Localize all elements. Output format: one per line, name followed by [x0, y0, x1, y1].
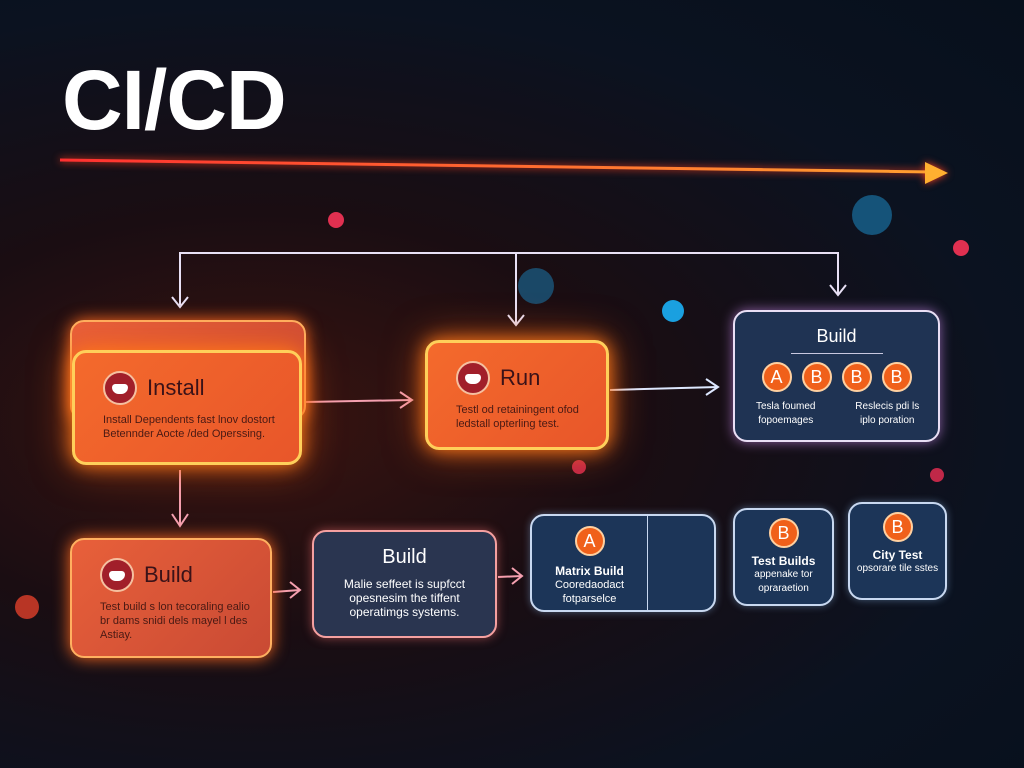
page-title: CI/CD [62, 53, 287, 147]
node-title: City Test [872, 548, 923, 562]
branch-connector [179, 252, 839, 305]
badge-b: B [882, 512, 913, 542]
badge-b: B [801, 362, 832, 392]
node-title: Build [144, 562, 193, 587]
build-os-node[interactable]: Build Malie seffeet is supfcct opesnesim… [312, 530, 497, 638]
badge-b: B [841, 362, 872, 392]
node-description: Testl od retainingent ofod ledstall opte… [456, 404, 579, 430]
node-description: Test build s lon tecoraling ealio br dam… [100, 601, 250, 641]
badge-b: B [768, 518, 799, 548]
avatar-icon [100, 558, 134, 592]
decor-dot [953, 240, 969, 256]
divider [647, 516, 648, 610]
badge-b: B [881, 362, 912, 392]
node-title: Build [382, 546, 427, 568]
node-description: appenake tor opraraetion [754, 569, 813, 594]
decor-dot [930, 468, 944, 482]
node-description: opsorare tile sstes [856, 563, 939, 574]
decor-dot [15, 595, 39, 619]
node-title: Install [147, 375, 205, 400]
matrix-build-node[interactable]: A Matrix Build Cooredaodact fotparselce [530, 514, 716, 612]
build-matrix-node[interactable]: Build A B B B Tesla foumed fopoemages Re… [733, 310, 940, 442]
avatar-icon [103, 371, 137, 405]
avatar-icon [456, 361, 490, 395]
timeline-arrow [59, 158, 948, 184]
node-description: Cooredaodact fotparselce [554, 579, 625, 605]
node-title: Build [816, 326, 857, 346]
build-node[interactable]: Build Test build s lon tecoraling ealio … [70, 538, 272, 658]
badge-a: A [574, 526, 605, 556]
badge-a: A [761, 362, 792, 392]
decor-dot [328, 212, 344, 228]
node-description: Tesla foumed fopoemages [756, 401, 816, 426]
decor-dot [518, 268, 554, 304]
city-test-node[interactable]: B City Test opsorare tile sstes [848, 502, 947, 600]
test-builds-node[interactable]: B Test Builds appenake tor opraraetion [733, 508, 834, 606]
node-title: Run [500, 365, 541, 390]
divider [790, 353, 883, 354]
node-title: Matrix Build [555, 564, 624, 578]
node-description: Reslecis pdi ls iplo poration [855, 401, 920, 426]
run-node[interactable]: Run Testl od retainingent ofod ledstall … [425, 340, 609, 450]
decor-dot [852, 195, 892, 235]
install-node[interactable]: Install Install Dependents fast lnov dos… [72, 350, 302, 465]
node-description: Install Dependents fast lnov dostort Bet… [103, 414, 275, 440]
node-description: Malie seffeet is supfcct opesnesim the t… [343, 577, 466, 619]
node-title: Test Builds [751, 554, 816, 568]
decor-dot [572, 460, 586, 474]
decor-dot [662, 300, 684, 322]
